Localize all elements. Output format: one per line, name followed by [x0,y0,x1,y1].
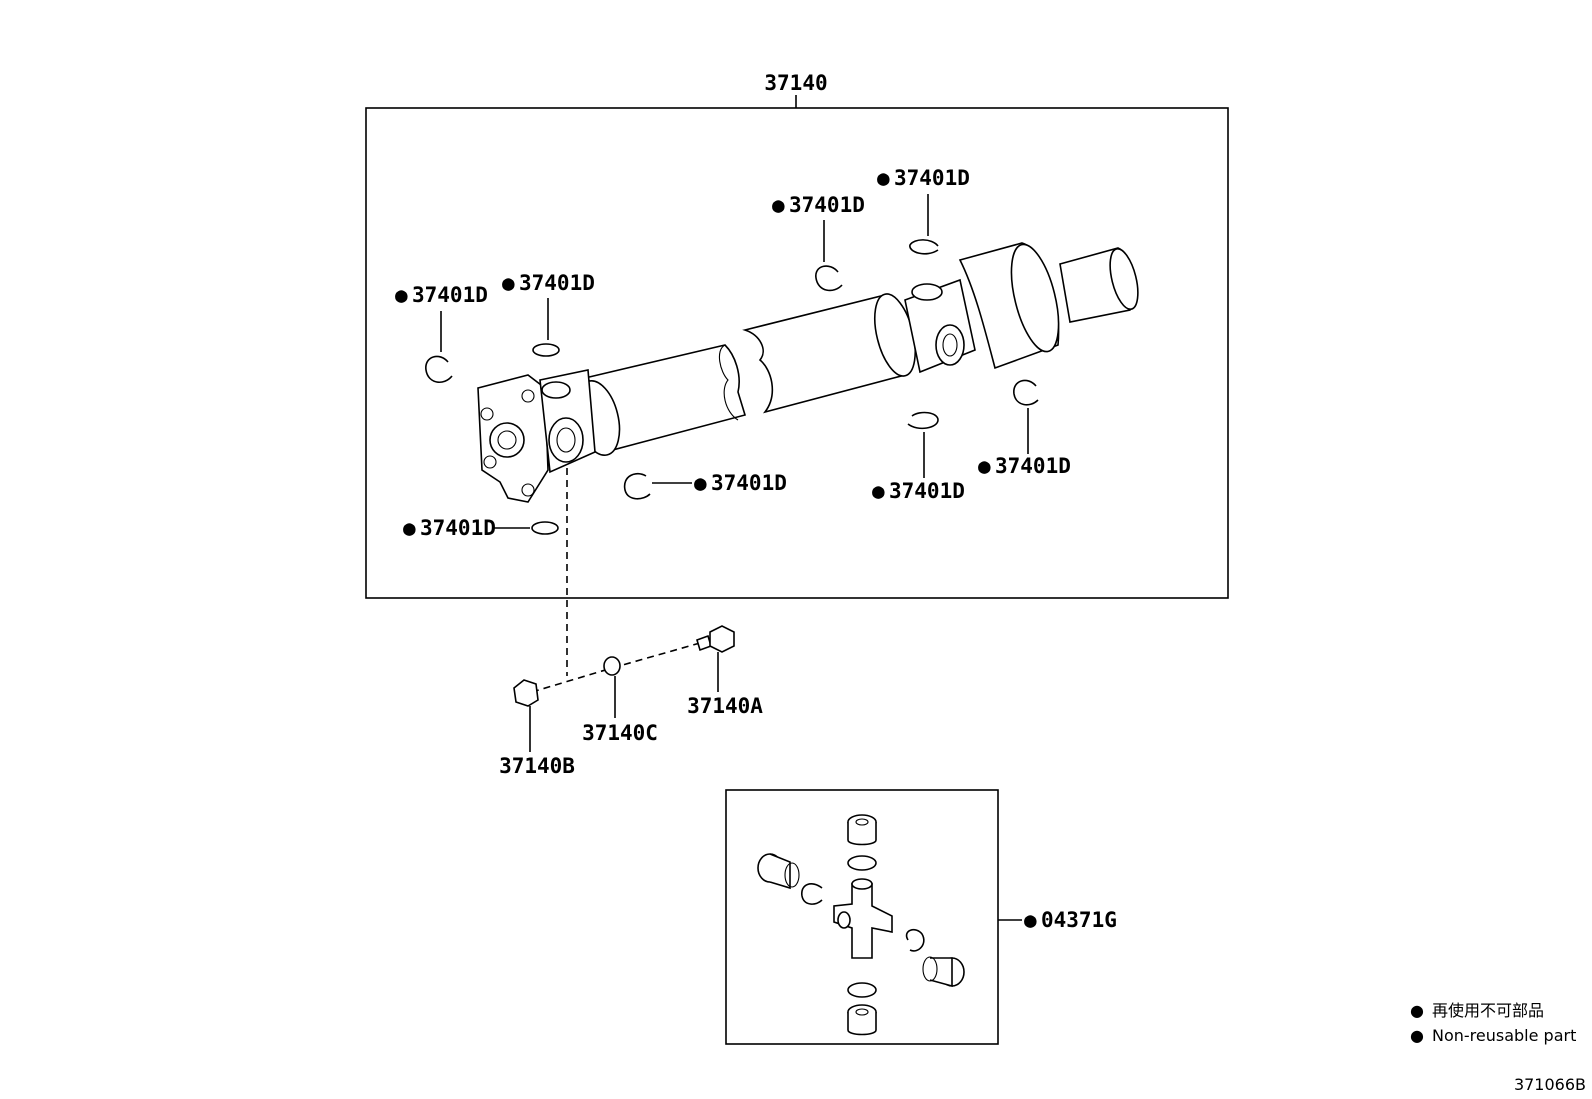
washer: 37140C [582,656,658,745]
spider-kit-marker: ● [1024,908,1037,932]
snap-ring-h-label[interactable]: 37401D [995,454,1071,478]
snap-ring-d: ● 37401D [877,166,970,255]
snap-ring-h-icon [1013,379,1039,406]
legend-text-en: Non-reusable part [1432,1026,1576,1045]
snap-ring-d-label[interactable]: 37401D [894,166,970,190]
bolt-shank-icon [696,634,712,652]
snap-ring-g-icon [907,411,939,430]
legend-text-jp: 再使用不可部品 [1432,1001,1544,1020]
propeller-shaft-icon [477,242,1139,503]
snap-ring-g: ● 37401D [872,411,965,503]
snap-ring-a: ● 37401D [395,283,488,383]
nut: 37140B [499,679,575,778]
snap-ring-e-label[interactable]: 37401D [420,516,496,540]
snap-ring-e-icon [531,521,559,535]
assembly-box [365,107,1229,599]
snap-ring-d-icon [909,239,939,255]
snap-ring-d-marker: ● [877,166,890,190]
snap-ring-c: ● 37401D [772,193,865,292]
assembly-part-number[interactable]: 37140 [764,71,827,95]
snap-ring-a-marker: ● [395,283,408,307]
snap-ring-b-marker: ● [502,271,515,295]
snap-ring-h: ● 37401D [978,379,1071,478]
legend: ● 再使用不可部品 ● Non-reusable part [1410,1001,1576,1045]
spider-kit-box [725,789,999,1045]
snap-ring-c-label[interactable]: 37401D [789,193,865,217]
bolt-head-icon [709,625,735,653]
snap-ring-a-icon [425,355,453,383]
snap-ring-b-label[interactable]: 37401D [519,271,595,295]
snap-ring-c-marker: ● [772,193,785,217]
snap-ring-f: ● 37401D [623,471,787,500]
snap-ring-b-icon [532,343,560,357]
nut-label[interactable]: 37140B [499,754,575,778]
washer-icon [603,656,621,676]
snap-ring-f-marker: ● [694,471,707,495]
bolt: 37140A [687,625,763,718]
figure-code: 371066B [1514,1075,1586,1094]
hardware-guide-line [531,642,701,693]
snap-ring-g-label[interactable]: 37401D [889,479,965,503]
snap-ring-g-marker: ● [872,479,885,503]
universal-joint-spider-icon [757,814,965,1036]
washer-label[interactable]: 37140C [582,721,658,745]
legend-marker-en: ● [1410,1026,1424,1045]
bolt-label[interactable]: 37140A [687,694,763,718]
snap-ring-b: ● 37401D [502,271,595,357]
snap-ring-c-icon [815,265,843,292]
snap-ring-a-label[interactable]: 37401D [412,283,488,307]
snap-ring-e-marker: ● [403,516,416,540]
legend-marker-jp: ● [1410,1001,1424,1020]
snap-ring-h-marker: ● [978,454,991,478]
nut-icon [513,679,539,707]
snap-ring-f-label[interactable]: 37401D [711,471,787,495]
snap-ring-e: ● 37401D [403,516,559,540]
spider-kit-label[interactable]: 04371G [1041,908,1117,932]
snap-ring-f-icon [623,472,651,500]
